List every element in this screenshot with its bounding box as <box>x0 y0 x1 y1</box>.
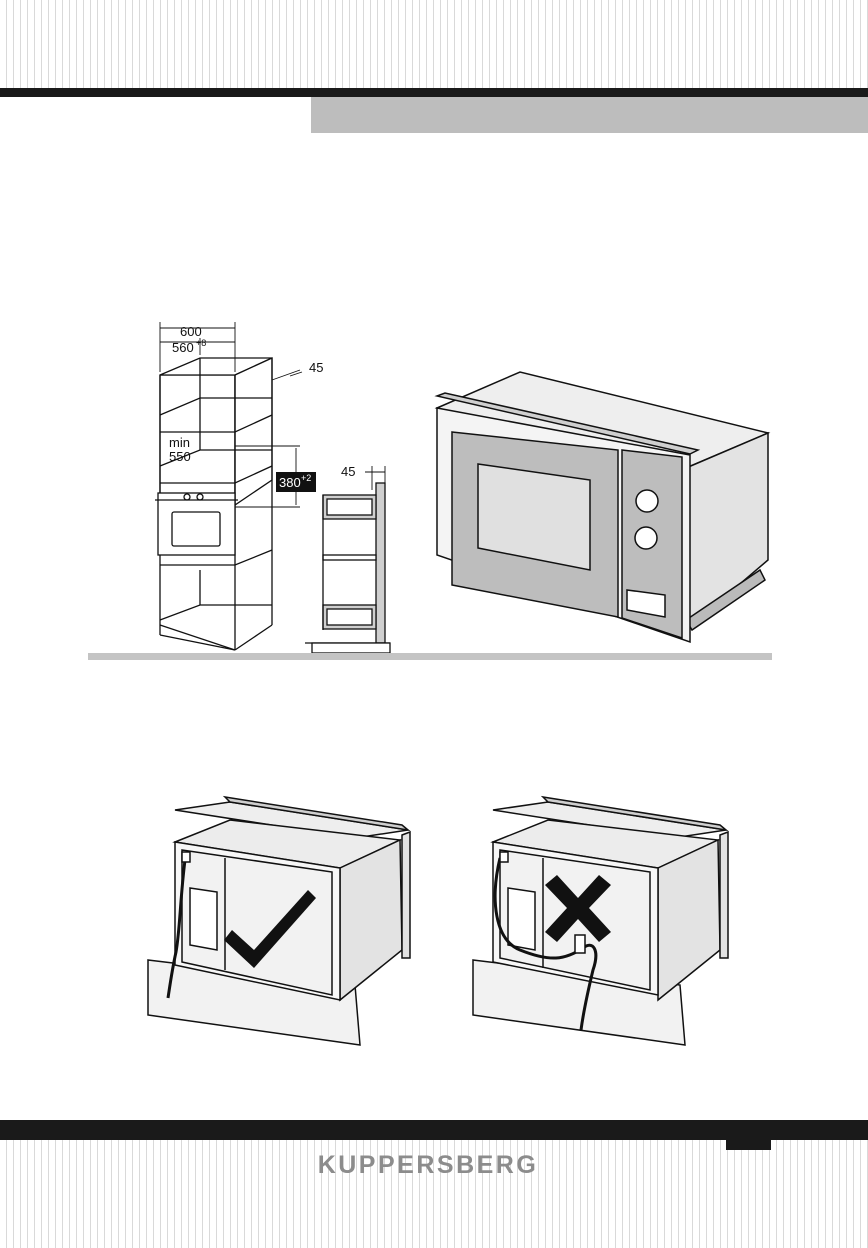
min-label: min <box>169 435 190 450</box>
cable-routing-incorrect-drawing <box>465 790 725 1060</box>
cabinet-column-drawing <box>155 358 272 650</box>
min-height-label: 550 <box>169 449 191 464</box>
side-offset-label: 45 <box>309 360 323 375</box>
cabinet-width-label: 600 <box>180 324 202 339</box>
section-header-box <box>311 97 868 133</box>
bottom-bar <box>0 1120 868 1140</box>
side-depth-label: 45 <box>341 464 355 479</box>
niche-height-tolerance: +2 <box>301 473 311 483</box>
top-bar <box>0 88 868 97</box>
brand-logo-text: KUPPERSBERG <box>298 1151 558 1180</box>
page-number-tab <box>726 1140 771 1150</box>
installation-diagram: 600 560 +8 45 min 550 380 +2 45 <box>0 150 868 670</box>
cable-routing-correct-drawing <box>140 790 400 1060</box>
niche-width-tolerance: +8 <box>196 338 206 348</box>
side-section-drawing <box>305 483 390 653</box>
section-divider <box>88 653 772 660</box>
niche-height-label: 380 <box>279 475 301 490</box>
top-stripe-pattern <box>0 0 868 88</box>
niche-width-label: 560 <box>172 340 194 355</box>
microwave-drawing <box>437 372 768 642</box>
